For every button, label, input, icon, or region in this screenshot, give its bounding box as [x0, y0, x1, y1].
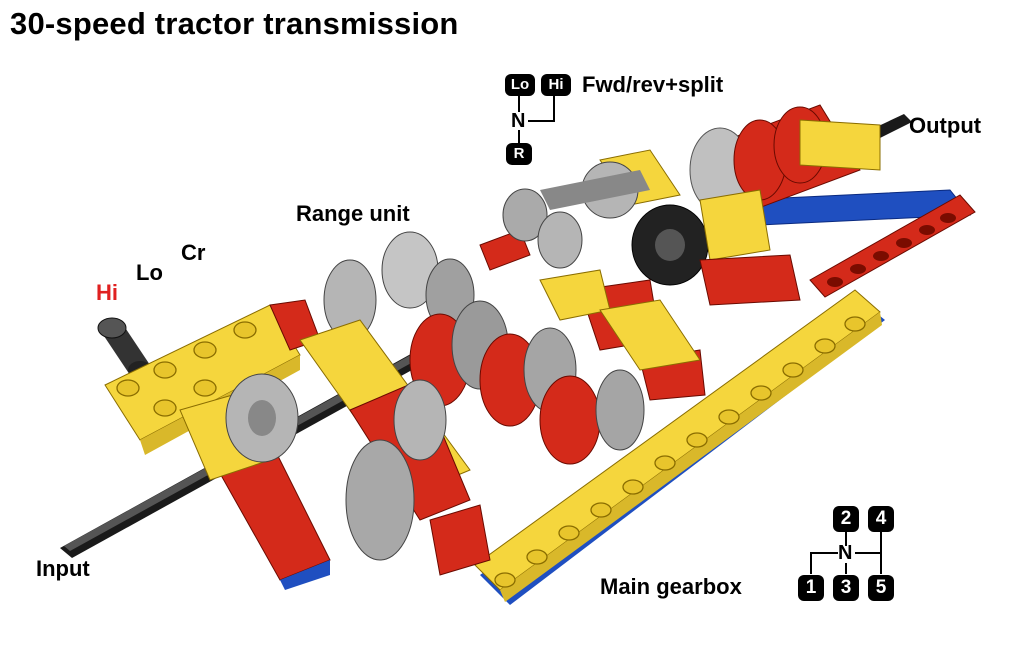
input-label: Input [36, 556, 90, 581]
gear-5-chip: 5 [868, 575, 894, 601]
gear-4-chip: 4 [868, 506, 894, 532]
front-left-frame [104, 299, 491, 590]
fwd-rev-gear-cluster [479, 104, 881, 306]
gear-1-chip: 1 [798, 575, 824, 601]
gear-neutral-letter: N [838, 542, 853, 564]
fwd-rev-split-label: Fwd/rev+split [582, 72, 724, 97]
page-title: 30-speed tractor transmission [10, 6, 459, 41]
range-unit-label: Range unit [296, 201, 410, 226]
shift-neutral-letter: N [511, 110, 526, 132]
gear-3-chip: 3 [833, 575, 859, 601]
output-label: Output [909, 113, 982, 138]
main-pattern-lines [810, 531, 882, 574]
right-yellow-beam [474, 289, 885, 605]
main-gearbox-gears [409, 269, 706, 465]
lo-label: Lo [136, 260, 163, 285]
cr-label: Cr [181, 240, 206, 265]
fwd-rev-pattern-lines [518, 96, 555, 144]
shift-reverse-chip: R [506, 143, 532, 165]
main-gearbox-label: Main gearbox [600, 574, 742, 599]
shift-lo-chip: Lo [505, 74, 535, 96]
gear-2-chip: 2 [833, 506, 859, 532]
shift-hi-chip: Hi [541, 74, 571, 96]
hi-label: Hi [96, 280, 118, 305]
